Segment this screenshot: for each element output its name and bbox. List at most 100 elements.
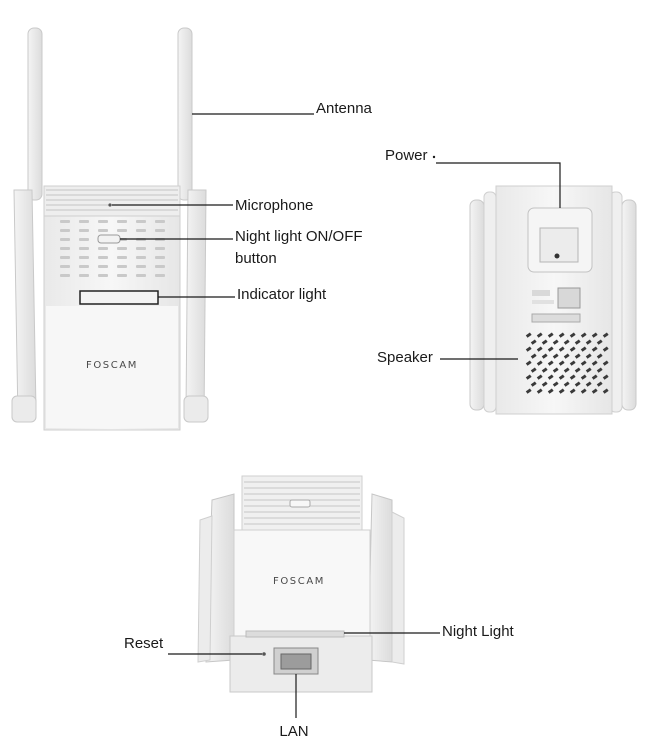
vent-slot <box>79 229 89 232</box>
vent-slot <box>117 247 127 250</box>
speaker-hole <box>585 339 592 345</box>
speaker-hole <box>591 388 598 394</box>
speaker-hole <box>580 388 587 394</box>
vent-slot <box>136 247 146 250</box>
speaker-hole <box>596 339 603 345</box>
label-microphone: Microphone <box>235 197 313 214</box>
left-side-antenna <box>13 189 37 421</box>
vent-slot <box>136 256 146 259</box>
qr-code <box>557 287 581 309</box>
speaker-hole <box>585 367 592 373</box>
vent-slot <box>136 274 146 277</box>
speaker-hole <box>602 360 609 366</box>
label-power: Power <box>385 147 428 164</box>
vent-slot <box>79 238 89 241</box>
vent-slot <box>79 220 89 223</box>
speaker-hole <box>602 332 609 338</box>
speaker-hole <box>536 346 543 352</box>
speaker-hole <box>525 388 532 394</box>
speaker-hole <box>525 374 532 380</box>
night-light-strip <box>245 630 345 638</box>
speaker-hole <box>591 332 598 338</box>
vent-slot <box>117 274 127 277</box>
speaker-hole <box>530 353 537 359</box>
label-night-light-button-line2: button <box>235 250 277 267</box>
vent-slot <box>155 265 165 268</box>
vent-slot <box>155 274 165 277</box>
vent-slot <box>60 274 70 277</box>
speaker-hole <box>563 353 570 359</box>
front-logo: FOSCAM <box>86 360 138 371</box>
night-light-button <box>97 234 121 244</box>
vent-slot <box>60 220 70 223</box>
speaker-hole <box>552 381 559 387</box>
vent-slot <box>98 220 108 223</box>
vent-slot <box>117 220 127 223</box>
speaker-hole <box>536 332 543 338</box>
microphone-dot <box>108 203 112 207</box>
speaker-hole <box>547 388 554 394</box>
indicator-light <box>79 290 159 305</box>
speaker-hole <box>574 353 581 359</box>
speaker-hole <box>602 388 609 394</box>
speaker-hole <box>547 374 554 380</box>
speaker-hole <box>558 360 565 366</box>
speaker-hole <box>569 374 576 380</box>
bottom-view: FOSCAM <box>197 475 405 693</box>
vent-slot <box>79 274 89 277</box>
speaker-hole <box>552 367 559 373</box>
right-side-antenna <box>185 189 207 421</box>
speaker-hole <box>596 367 603 373</box>
speaker-hole <box>585 353 592 359</box>
label-night-light-button-line1: Night light ON/OFF <box>235 228 363 245</box>
label-night-light: Night Light <box>442 623 515 640</box>
vent-slot <box>155 247 165 250</box>
speaker-hole <box>580 346 587 352</box>
reset-hole <box>262 652 266 656</box>
label-reset: Reset <box>124 635 164 652</box>
speaker-hole <box>547 360 554 366</box>
front-view: FOSCAM <box>11 27 209 431</box>
speaker-hole <box>563 339 570 345</box>
vent-slot <box>155 229 165 232</box>
speaker-hole <box>602 374 609 380</box>
speaker-hole <box>569 346 576 352</box>
vent-slot <box>98 247 108 250</box>
speaker-hole <box>547 332 554 338</box>
vent-slot <box>60 247 70 250</box>
vent-slot <box>79 256 89 259</box>
speaker-hole <box>541 339 548 345</box>
speaker-hole <box>591 360 598 366</box>
speaker-hole <box>530 367 537 373</box>
speaker-hole <box>530 339 537 345</box>
speaker-hole <box>525 346 532 352</box>
vent-slot <box>79 265 89 268</box>
speaker-hole <box>558 388 565 394</box>
speaker-hole <box>563 367 570 373</box>
vent-slot <box>60 265 70 268</box>
speaker-hole <box>552 353 559 359</box>
speaker-hole <box>569 332 576 338</box>
speaker-hole <box>569 388 576 394</box>
speaker-hole <box>591 374 598 380</box>
speaker-hole <box>536 388 543 394</box>
speaker-hole <box>580 332 587 338</box>
speaker-hole <box>525 360 532 366</box>
bottom-logo: FOSCAM <box>273 576 325 587</box>
speaker-hole <box>569 360 576 366</box>
speaker-hole <box>541 367 548 373</box>
speaker-hole <box>558 346 565 352</box>
left-antenna <box>27 27 43 201</box>
label-lan: LAN <box>279 723 308 740</box>
vent-slot <box>98 274 108 277</box>
vent-slot <box>98 229 108 232</box>
vent-slot <box>136 265 146 268</box>
vent-slot <box>79 247 89 250</box>
speaker-hole <box>536 360 543 366</box>
speaker-hole <box>574 339 581 345</box>
vent-slot <box>155 220 165 223</box>
vent-slot <box>98 256 108 259</box>
vent-slot <box>60 256 70 259</box>
speaker-hole <box>547 346 554 352</box>
